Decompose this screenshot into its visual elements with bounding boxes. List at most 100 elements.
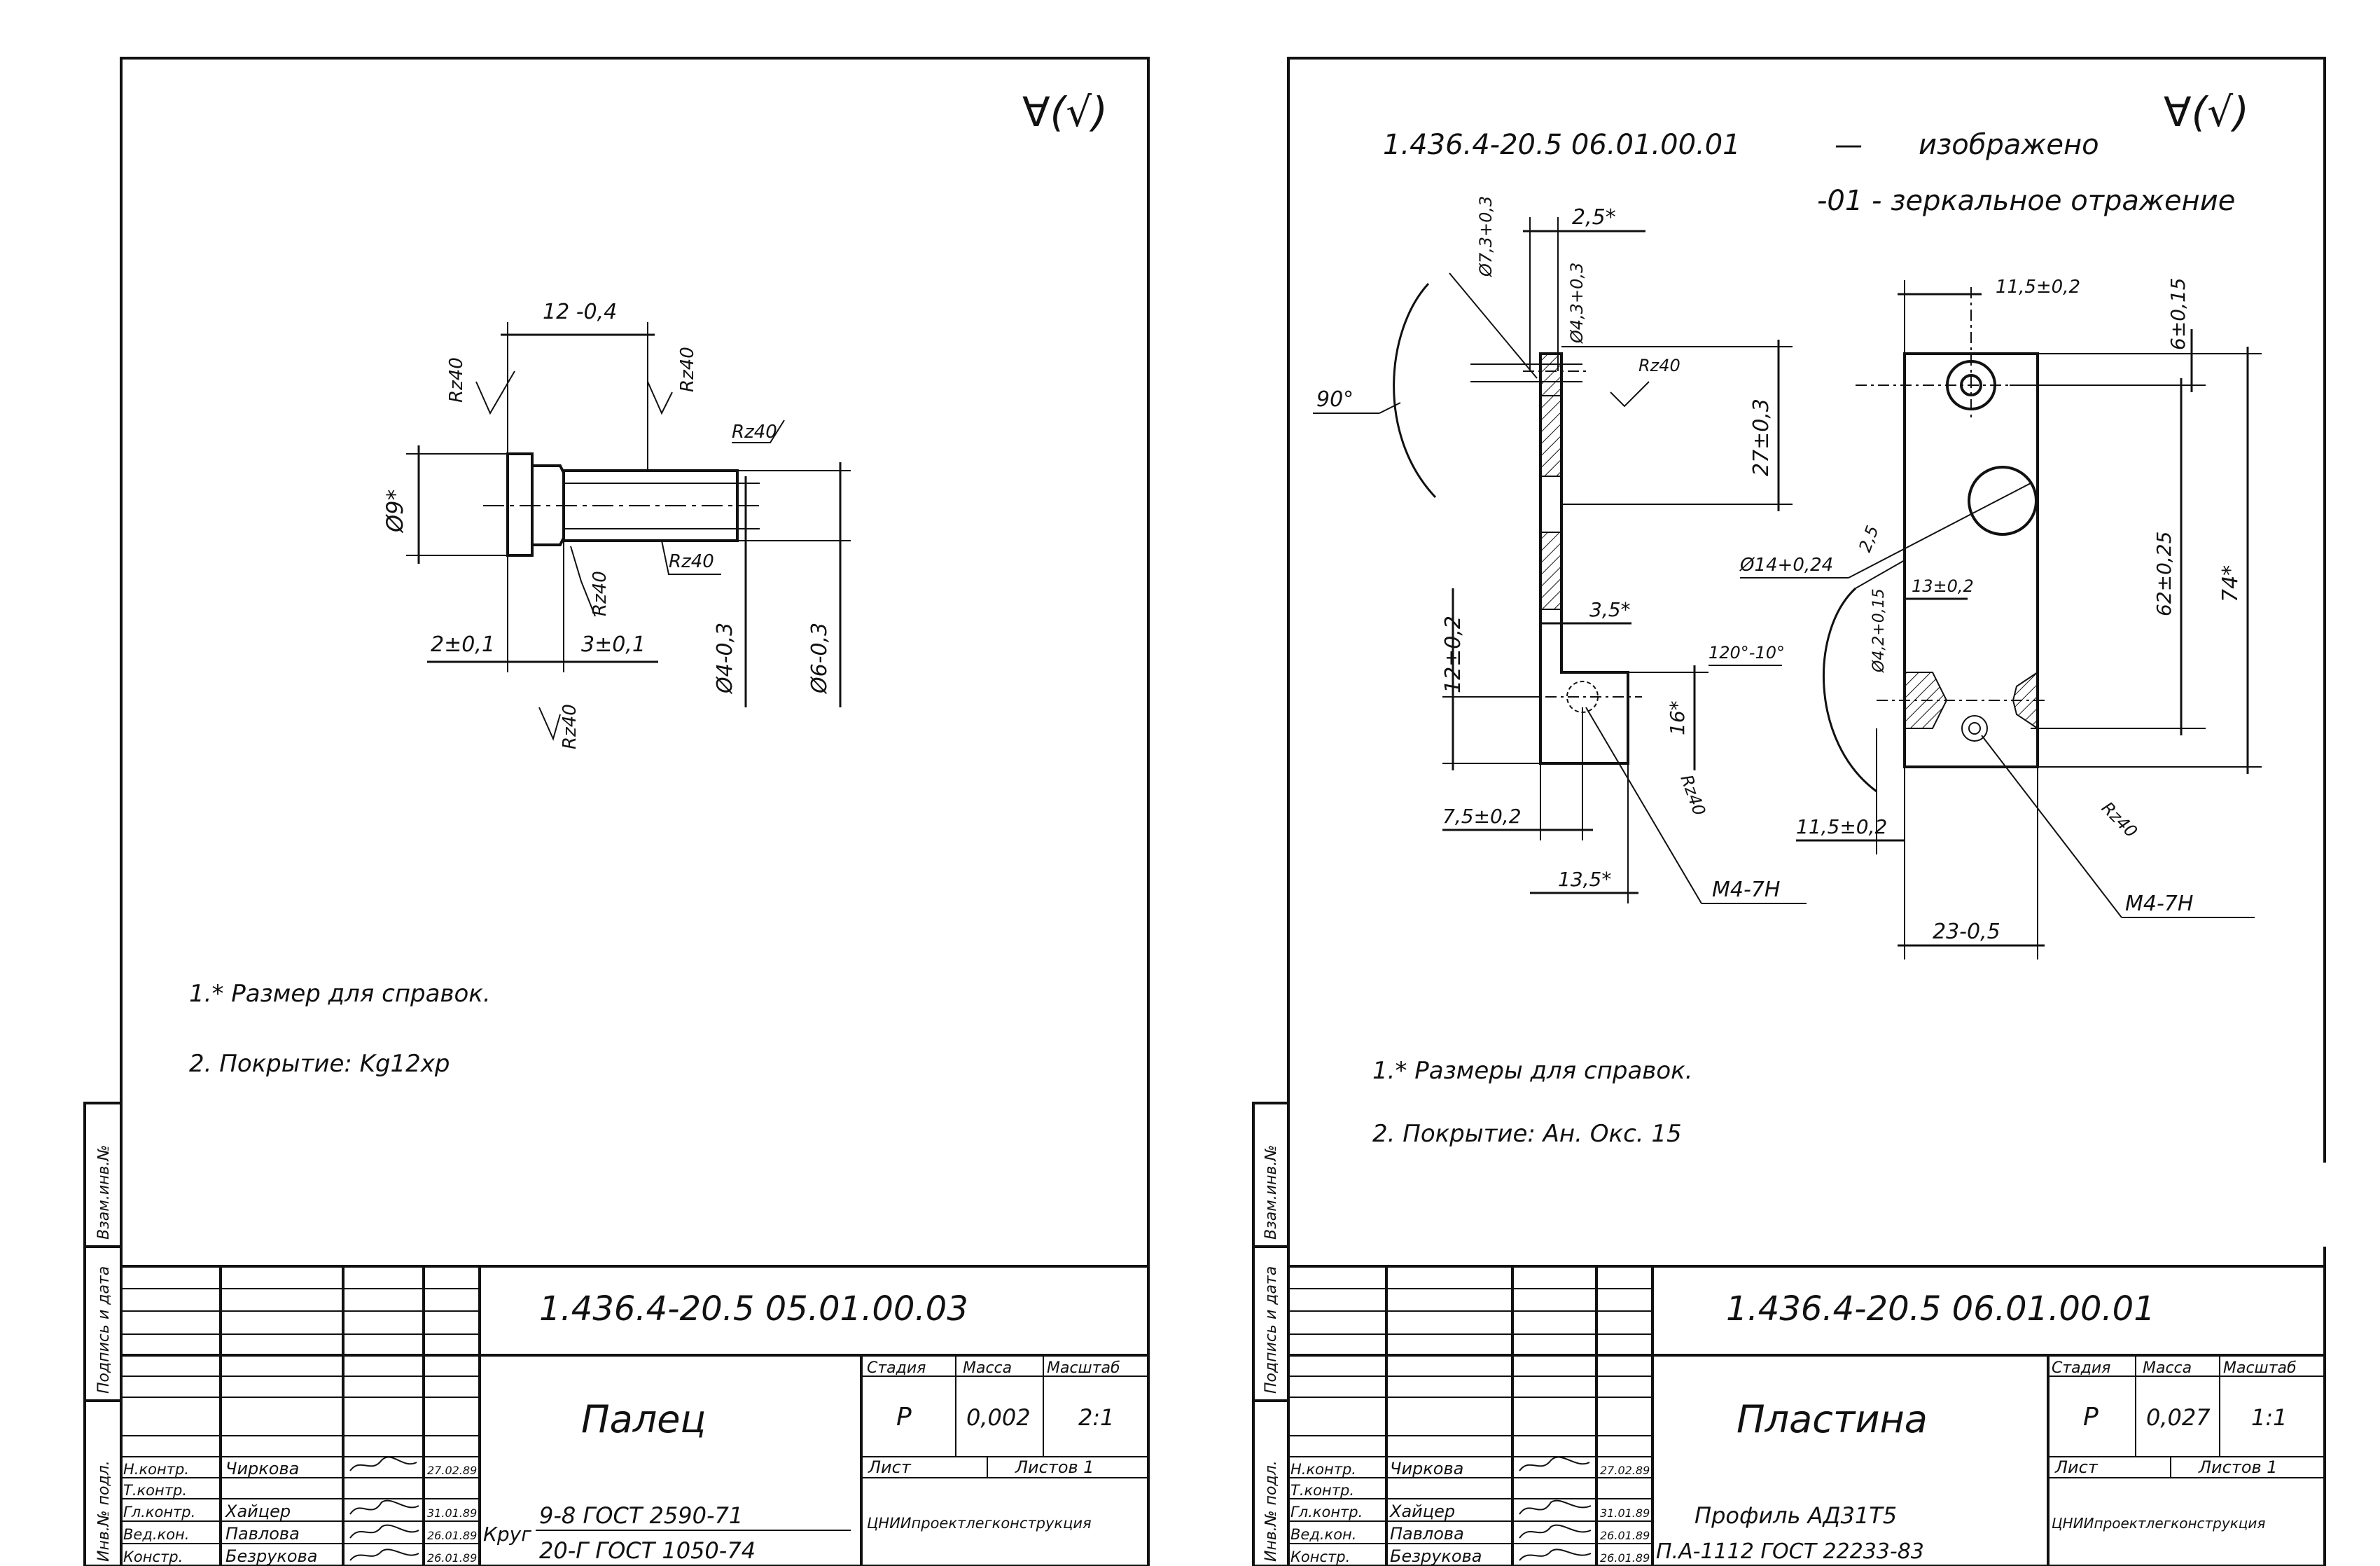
roughness-mark <box>538 707 561 741</box>
roughness-symbol: ∀(√) <box>2164 88 2249 136</box>
dim-35: 3,5* <box>1589 598 1631 621</box>
name-cell: Безрукова <box>1390 1546 1482 1566</box>
scale-value: 1:1 <box>2251 1404 2288 1431</box>
part-name: Палец <box>581 1397 706 1441</box>
dim-angle-90: 90° <box>1316 387 1353 412</box>
side-stamp: Инв.№ подл. Подпись и дата Взам.инв.№ <box>1252 1102 1290 1566</box>
dim-25: 2,5* <box>1572 205 1616 230</box>
roughness-mark <box>475 370 515 415</box>
side-label-sign: Подпись и дата <box>95 1266 113 1394</box>
role-cell: Констр. <box>1290 1548 1350 1565</box>
note-1: 1.* Размер для справок. <box>189 980 491 1008</box>
date-cell: 26.01.89 <box>1600 1551 1650 1565</box>
role-cell: Н.контр. <box>123 1461 189 1478</box>
dim-23: 23-0,5 <box>1933 920 2000 944</box>
stage-header: Стадия <box>2052 1359 2110 1377</box>
dim-75: 7,5±0,2 <box>1442 805 1522 828</box>
date-cell: 27.02.89 <box>1600 1464 1650 1477</box>
name-cell: Хайцер <box>1389 1502 1455 1521</box>
organization: ЦНИИпроектлегконструкция <box>2052 1515 2265 1532</box>
scale-value: 2:1 <box>1078 1404 1115 1431</box>
dim-6: 6±0,15 <box>2166 277 2190 350</box>
angle-arc <box>1393 282 1437 499</box>
dim-27: 27±0,3 <box>1749 399 1774 476</box>
signature-mark <box>1519 1524 1592 1539</box>
role-cell: Гл.контр. <box>1290 1504 1363 1520</box>
side-label-replace: Взам.инв.№ <box>95 1145 113 1240</box>
thread-right: M4-7H <box>2125 892 2193 916</box>
name-cell: Павлова <box>1390 1524 1464 1544</box>
large-hole <box>1968 466 2038 536</box>
date-cell: 26.01.89 <box>427 1529 477 1542</box>
roughness-symbol: ∀(√) <box>1022 88 1108 136</box>
note-2: 2. Покрытие: Kg12xp <box>189 1050 450 1078</box>
section-hatch <box>1540 532 1562 610</box>
doc-number: 1.436.4-20.5 06.01.00.01 <box>1726 1289 2155 1329</box>
role-cell: Вед.кон. <box>123 1526 189 1543</box>
material-line-1: Профиль АД31Т5 <box>1694 1502 1897 1529</box>
date-cell: 31.01.89 <box>1600 1506 1650 1520</box>
side-label-sign: Подпись и дата <box>1262 1266 1280 1394</box>
name-cell: Безрукова <box>225 1546 317 1566</box>
header-code: 1.436.4-20.5 06.01.00.01 <box>1383 129 1741 161</box>
pin-drawing: 12 -0,4 Ø9* Rz40 Rz40 Rz40 Rz40 Rz40 Rz4… <box>382 300 851 749</box>
mass-header: Масса <box>2143 1359 2192 1377</box>
part-name: Пластина <box>1737 1397 1928 1441</box>
dim-shaft-length: 3±0,1 <box>581 632 646 657</box>
small-thread-hole <box>1961 715 1988 742</box>
sheet-header: Лист <box>2054 1457 2099 1477</box>
dim-62: 62±0,25 <box>2152 532 2176 616</box>
dim-115-bottom: 11,5±0,2 <box>1796 815 1887 838</box>
name-cell: Чиркова <box>225 1459 299 1478</box>
section-hatch <box>1540 395 1562 477</box>
dim-length: 12 -0,4 <box>543 300 617 324</box>
stage-value: Р <box>2083 1403 2099 1432</box>
dim-13: 13±0,2 <box>1912 576 1974 596</box>
side-label-inv: Инв.№ подл. <box>95 1460 113 1562</box>
mass-header: Масса <box>963 1359 1012 1377</box>
angle-arc <box>1822 587 1877 793</box>
sheet-2-frame <box>1287 57 2326 1566</box>
thread-left: M4-7H <box>1712 878 1780 902</box>
material-line-1: 9-8 ГОСТ 2590-71 <box>539 1502 743 1529</box>
date-cell: 26.01.89 <box>1600 1529 1650 1542</box>
roughness-head: Rz40 <box>446 357 467 403</box>
date-cell: 26.01.89 <box>427 1551 477 1565</box>
roughness-shaft-bottom: Rz40 <box>669 551 714 572</box>
signature-mark <box>1519 1499 1592 1515</box>
note-2: 2. Покрытие: Ан. Окс. 15 <box>1372 1120 1682 1148</box>
plate-side-view: 90° Ø7,3+0,3 2,5* Ø4,3+0,3 Rz40 27±0,3 1… <box>1313 196 1807 904</box>
organization: ЦНИИпроектлегконструкция <box>867 1515 1092 1532</box>
header-line-2: -01 - зеркальное отражение <box>1817 185 2235 217</box>
scale-header: Масштаб <box>2223 1359 2297 1377</box>
sheet-2: ∀(√) 1.436.4-20.5 06.01.00.01 — изображе… <box>1252 57 2332 1566</box>
dim-dia-42: Ø4,2+0,15 <box>1870 588 1888 673</box>
dim-dia-shaft: Ø4-0,3 <box>713 623 737 695</box>
scale-header: Масштаб <box>1047 1359 1120 1377</box>
sheets-header: Листов 1 <box>2198 1457 2278 1477</box>
roughness-under: Rz40 <box>590 571 611 616</box>
dim-dia-head: Ø9* <box>382 489 408 534</box>
dim-25b: 2,5 <box>1855 523 1882 555</box>
dim-115-top: 11,5±0,2 <box>1996 277 2080 298</box>
header-text: изображено <box>1919 129 2099 161</box>
signature-mark <box>1519 1548 1592 1561</box>
mass-value: 0,027 <box>2146 1404 2211 1431</box>
doc-number: 1.436.4-20.5 05.01.00.03 <box>539 1289 968 1329</box>
name-cell: Павлова <box>225 1524 300 1544</box>
dim-angle-120: 120°-10° <box>1709 643 1785 663</box>
role-cell: Т.контр. <box>1290 1482 1354 1499</box>
sheets-header: Листов 1 <box>1015 1457 1094 1477</box>
dim-74: 74* <box>2218 565 2243 602</box>
signature-mark <box>349 1499 419 1515</box>
signature-mark <box>349 1524 419 1539</box>
signature-mark <box>1519 1456 1590 1471</box>
dim-16: 16* <box>1666 700 1689 735</box>
sheet-1: ∀(√) 12 -0,4 Ø9* Rz40 Rz40 Rz40 <box>83 57 1150 1566</box>
mass-value: 0,002 <box>966 1404 1031 1431</box>
role-cell: Н.контр. <box>1290 1461 1356 1478</box>
title-block: 1.436.4-20.5 05.01.00.03 Палец Стадия Ма… <box>121 1265 1148 1566</box>
role-cell: Гл.контр. <box>123 1504 195 1520</box>
roughness-mark <box>647 381 673 415</box>
